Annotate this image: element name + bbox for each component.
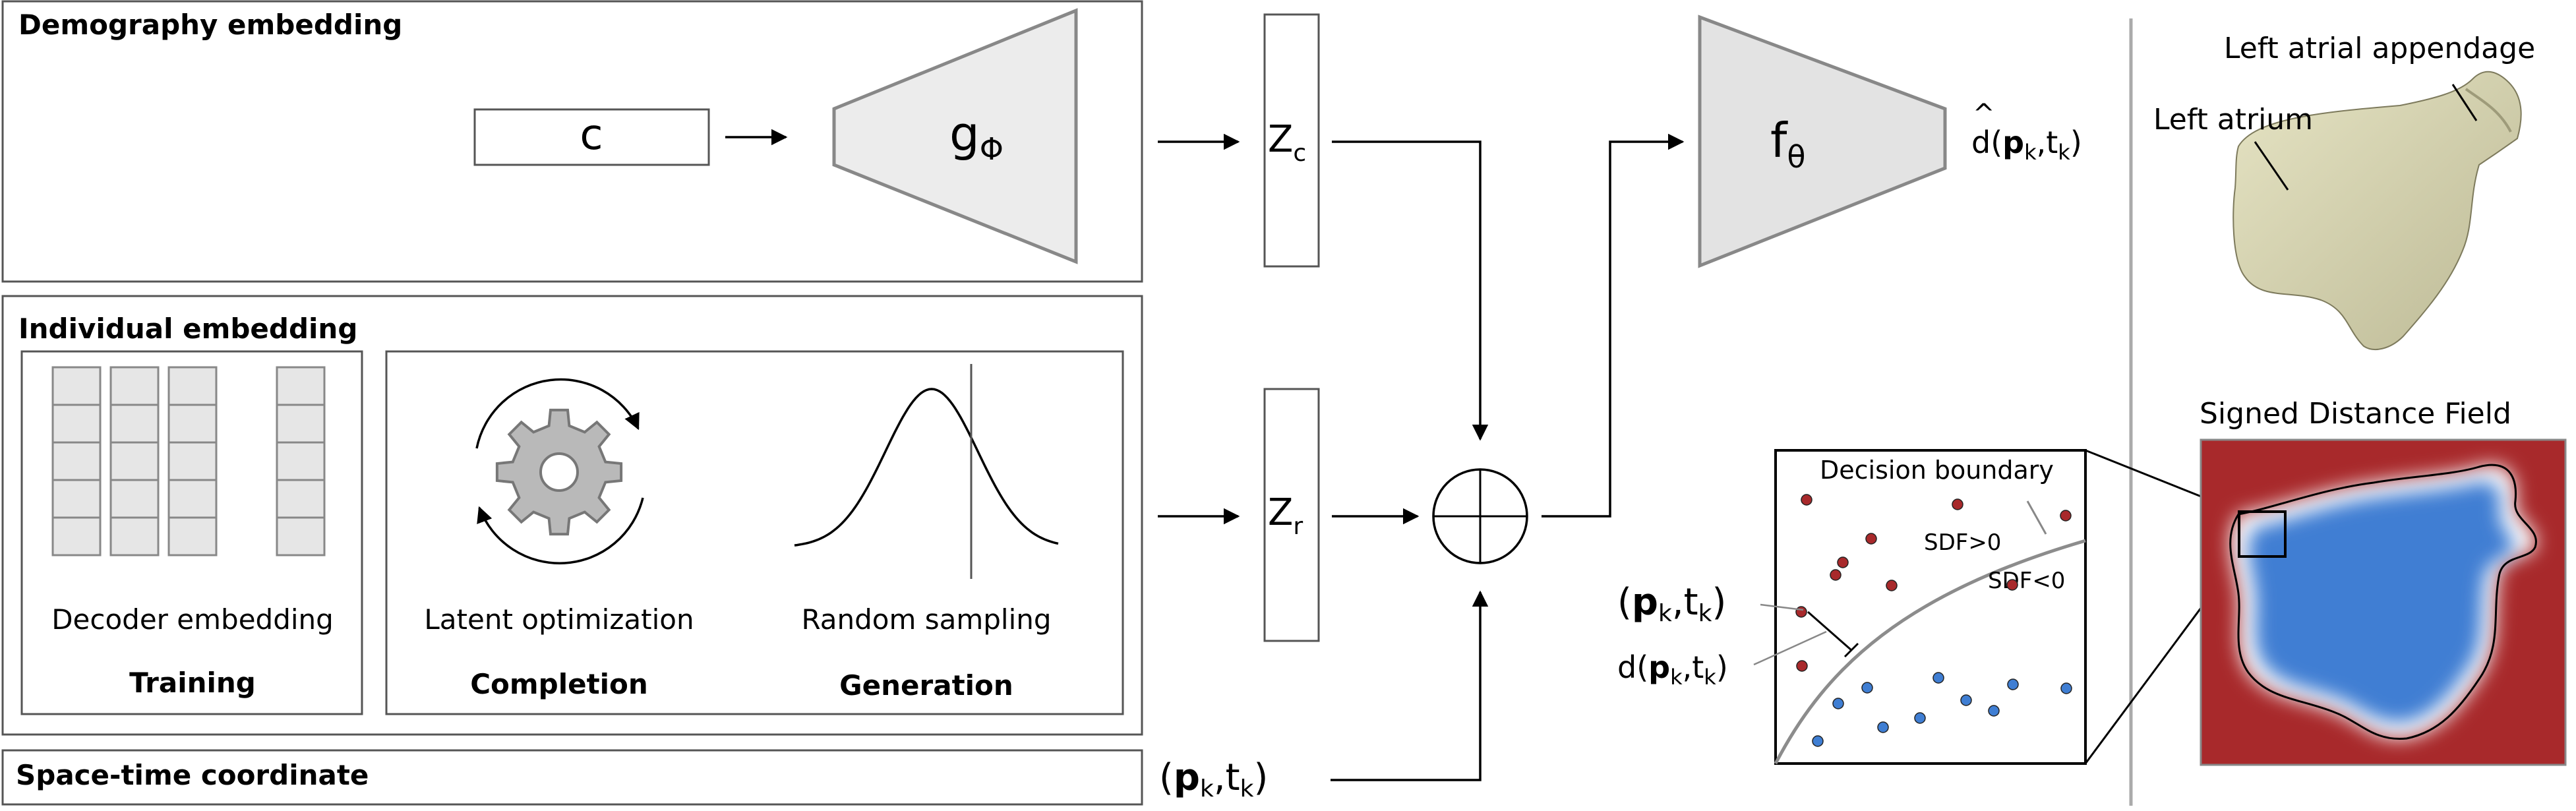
- outside-point: [1952, 498, 1963, 510]
- condition-box: [473, 108, 710, 166]
- inside-point: [1812, 735, 1824, 747]
- demography-encoder: [832, 8, 1078, 264]
- embedding-cell: [167, 479, 218, 519]
- decision-boundary-curve: [1774, 539, 2086, 765]
- outside-point: [1796, 660, 1808, 672]
- embedding-cell: [276, 516, 326, 556]
- prediction-hat: ^: [1973, 99, 1995, 129]
- inference-subpanel: [385, 350, 1124, 715]
- distance-leader: [1753, 630, 1827, 666]
- embedding-cell: [109, 479, 160, 519]
- inside-point: [1988, 705, 2000, 717]
- inside-point: [2007, 678, 2019, 690]
- outside-point: [1837, 556, 1849, 568]
- inside-points: [1812, 672, 2072, 747]
- decision-zoom-panel: Decision boundary SDF>0 SDF<0: [1753, 449, 2087, 765]
- appendage-label: Left atrial appendage: [2224, 32, 2535, 65]
- zc-label: Zc: [1268, 118, 1306, 167]
- embedding-cell: [51, 441, 102, 481]
- decoder-label: fθ: [1770, 113, 1806, 175]
- embedding-cell: [51, 366, 102, 406]
- random-sampling-label: Random sampling: [801, 603, 1051, 636]
- embedding-cell: [51, 404, 102, 444]
- completion-label: Completion: [470, 668, 648, 700]
- embedding-cell: [276, 479, 326, 519]
- spacetime-panel: Space-time coordinate: [1, 749, 1143, 806]
- embedding-cell: [109, 516, 160, 556]
- coord-to-concat: [1331, 590, 1489, 781]
- appendage-leader: [2451, 84, 2478, 121]
- outside-point: [2060, 510, 2072, 522]
- point-leader: [1760, 603, 1804, 611]
- concat-to-decoder: [1542, 133, 1685, 518]
- inside-point: [1832, 698, 1844, 709]
- generation-label: Generation: [839, 669, 1013, 702]
- distance-label: d(pk,tk): [1617, 649, 1728, 690]
- outside-points: [1795, 494, 2072, 672]
- zr-vector: [1263, 388, 1320, 642]
- training-subpanel: [20, 350, 363, 715]
- distance-segment: [1807, 611, 1852, 651]
- individual-panel: Individual embedding Decoder embedding T…: [1, 295, 1143, 736]
- atrium-label: Left atrium: [2153, 103, 2313, 136]
- decoder-network: [1698, 15, 1947, 268]
- training-label: Training: [129, 667, 256, 699]
- embedding-cell: [51, 479, 102, 519]
- zc-to-concat: [1332, 140, 1489, 441]
- sdf-zero-contour: [2229, 464, 2537, 740]
- encoder-label: gΦ: [949, 106, 1003, 167]
- embedding-cell: [167, 516, 218, 556]
- embedding-cell: [51, 516, 102, 556]
- sdf-title: Signed Distance Field: [2200, 397, 2511, 431]
- outside-point: [1801, 494, 1812, 506]
- inside-point: [2060, 682, 2072, 694]
- inside-point: [1932, 672, 1944, 684]
- latent-optimization-label: Latent optimization: [424, 603, 694, 636]
- outside-point: [1830, 569, 1842, 581]
- embedding-cell: [109, 441, 160, 481]
- zoom-region-box: [2238, 510, 2287, 558]
- gear-icon: [495, 408, 623, 536]
- inside-point: [1877, 721, 1889, 733]
- decoder-embedding-label: Decoder embedding: [51, 603, 334, 636]
- outside-point: [1886, 580, 1898, 591]
- cycle-arrows-icon: [475, 378, 644, 564]
- embedding-cell: [109, 404, 160, 444]
- embedding-cell: [276, 366, 326, 406]
- spacetime-coordinate: (pk,tk): [1159, 756, 1268, 802]
- inside-point: [1861, 682, 1873, 694]
- outside-point: [1865, 533, 1877, 545]
- outside-point: [1795, 606, 1807, 618]
- outside-point: [2006, 579, 2018, 591]
- sdf-negative-label: SDF<0: [1988, 568, 2065, 594]
- demography-title: Demography embedding: [18, 9, 402, 41]
- sample-point-label: (pk,tk): [1617, 581, 1726, 627]
- zr-label: Zr: [1268, 491, 1303, 540]
- embedding-cell: [276, 404, 326, 444]
- embedding-cell: [276, 441, 326, 481]
- embedding-cell: [167, 404, 218, 444]
- condition-label: c: [580, 111, 603, 160]
- individual-title: Individual embedding: [18, 313, 357, 345]
- sdf-image: [2200, 438, 2567, 766]
- atrium-surface: [2232, 71, 2522, 350]
- spacetime-title: Space-time coordinate: [16, 759, 369, 791]
- embedding-cell: [167, 441, 218, 481]
- embedding-cell: [167, 366, 218, 406]
- atrium-leader: [2254, 141, 2289, 191]
- prediction-label: d(pk,tk): [1971, 125, 2082, 165]
- inside-point: [1960, 694, 1972, 706]
- embedding-cell: [109, 366, 160, 406]
- zc-vector: [1263, 13, 1320, 268]
- inside-point: [1914, 712, 1926, 724]
- embedding-table: [51, 366, 326, 556]
- distance-cap: [1843, 642, 1859, 658]
- decision-boundary-label: Decision boundary: [1820, 456, 2054, 485]
- gaussian-curve: [794, 388, 1059, 547]
- sdf-positive-label: SDF>0: [1924, 529, 2001, 556]
- demography-panel: Demography embedding c gΦ: [1, 0, 1143, 283]
- boundary-leader: [2026, 500, 2047, 535]
